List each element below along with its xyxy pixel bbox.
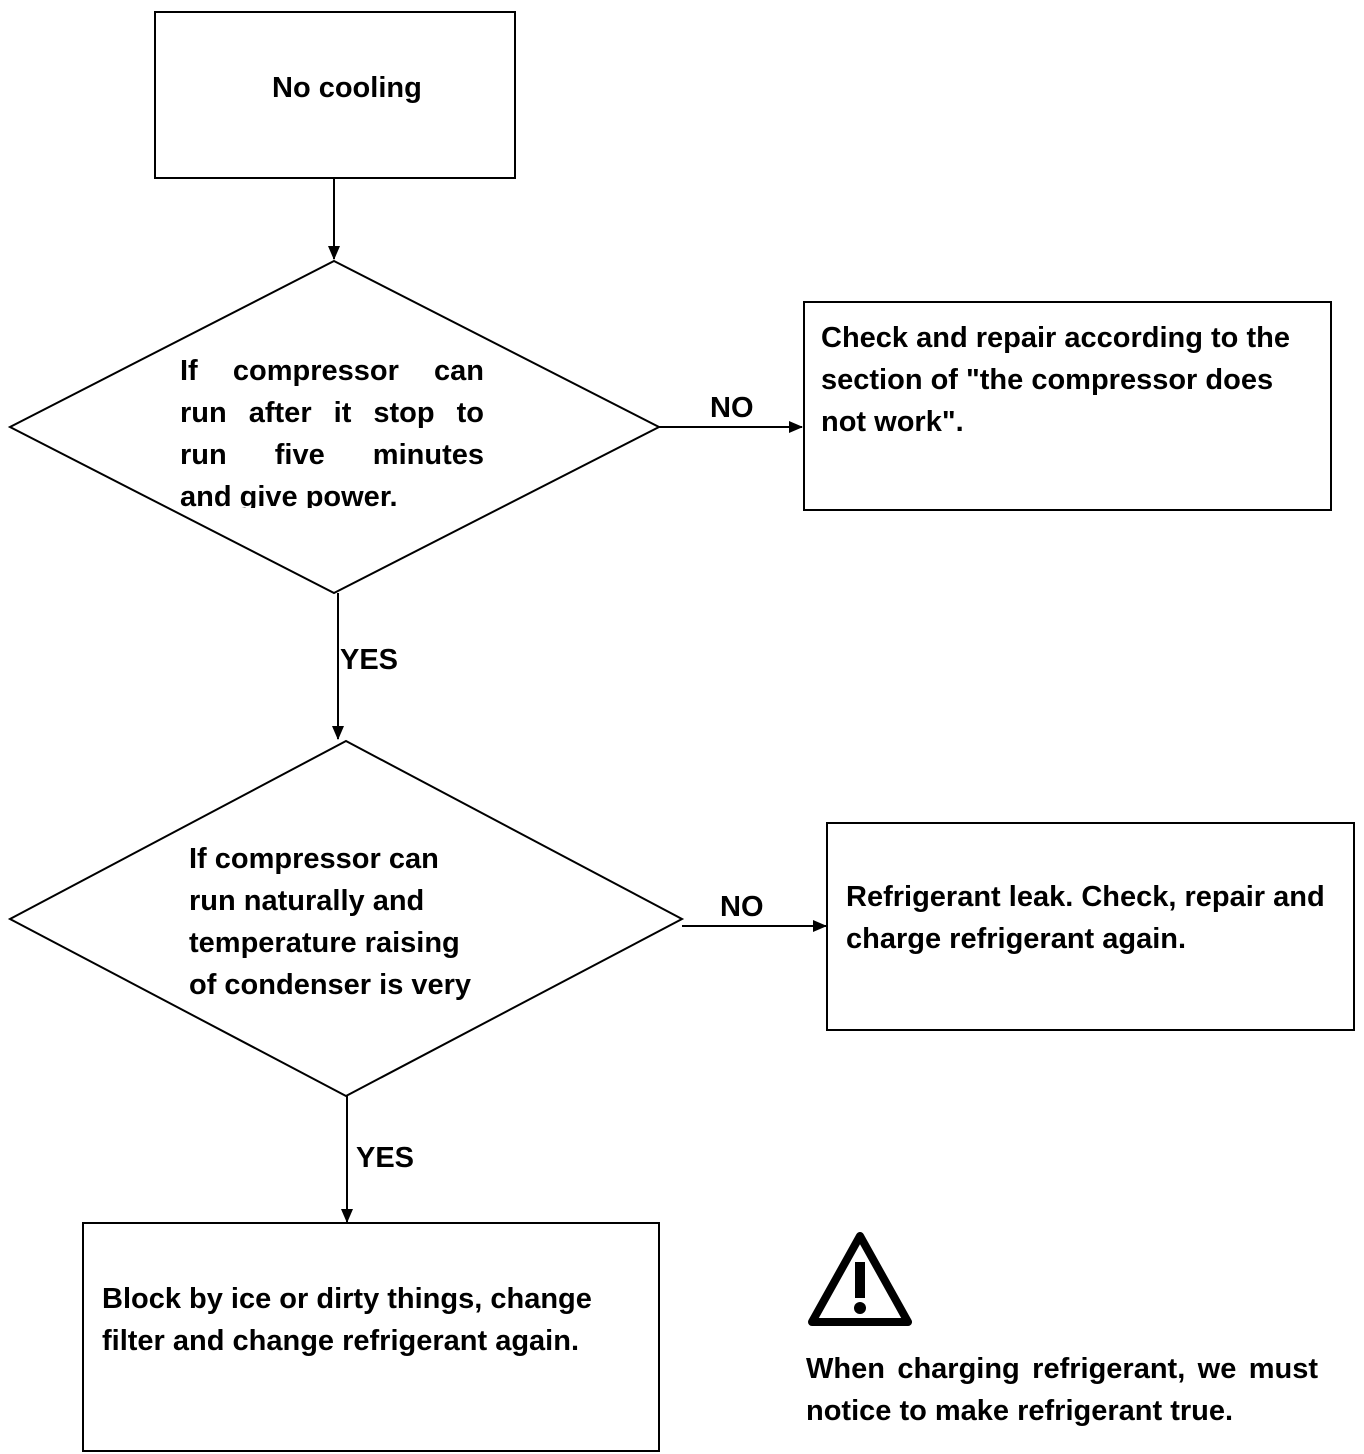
decision2-line-2: run naturally and: [189, 885, 425, 917]
warning-note: When charging refrigerant, we must notic…: [806, 1348, 1320, 1454]
action1-box: Check and repair according to the sectio…: [803, 301, 1332, 511]
action2-text: Refrigerant leak. Check, repair and char…: [846, 881, 1325, 955]
decision2-line-4: of condenser is very: [189, 969, 472, 1001]
start-text: No cooling: [272, 72, 422, 104]
decision1-line-4: and give power.: [180, 481, 398, 508]
decision1-no-label: NO: [710, 392, 754, 424]
decision1-yes-label: YES: [340, 644, 399, 676]
decision1-text: If compressor can run after it stop to r…: [180, 350, 486, 508]
decision2-line-1: If compressor can: [189, 843, 439, 875]
warning-triangle-icon: [808, 1232, 912, 1326]
decision1-diamond: [7, 259, 662, 595]
action3-box: Block by ice or dirty things, change fil…: [82, 1222, 660, 1452]
action3-text: Block by ice or dirty things, change fil…: [102, 1283, 592, 1357]
decision1-line-2: run after it stop to: [180, 397, 484, 429]
decision2-no-label: NO: [720, 891, 764, 923]
decision2-yes-label: YES: [356, 1142, 415, 1174]
start-box: No cooling: [154, 11, 516, 179]
warning-text: When charging refrigerant, we must notic…: [806, 1353, 1318, 1427]
decision2-line-3: temperature raising: [189, 927, 460, 959]
decision1-line-3: run five minutes: [180, 439, 484, 471]
decision2-text: If compressor can run naturally and temp…: [189, 838, 509, 1006]
decision1-line-1: If compressor can: [180, 355, 484, 387]
action1-text: Check and repair according to the sectio…: [821, 322, 1290, 438]
action2-box: Refrigerant leak. Check, repair and char…: [826, 822, 1355, 1031]
